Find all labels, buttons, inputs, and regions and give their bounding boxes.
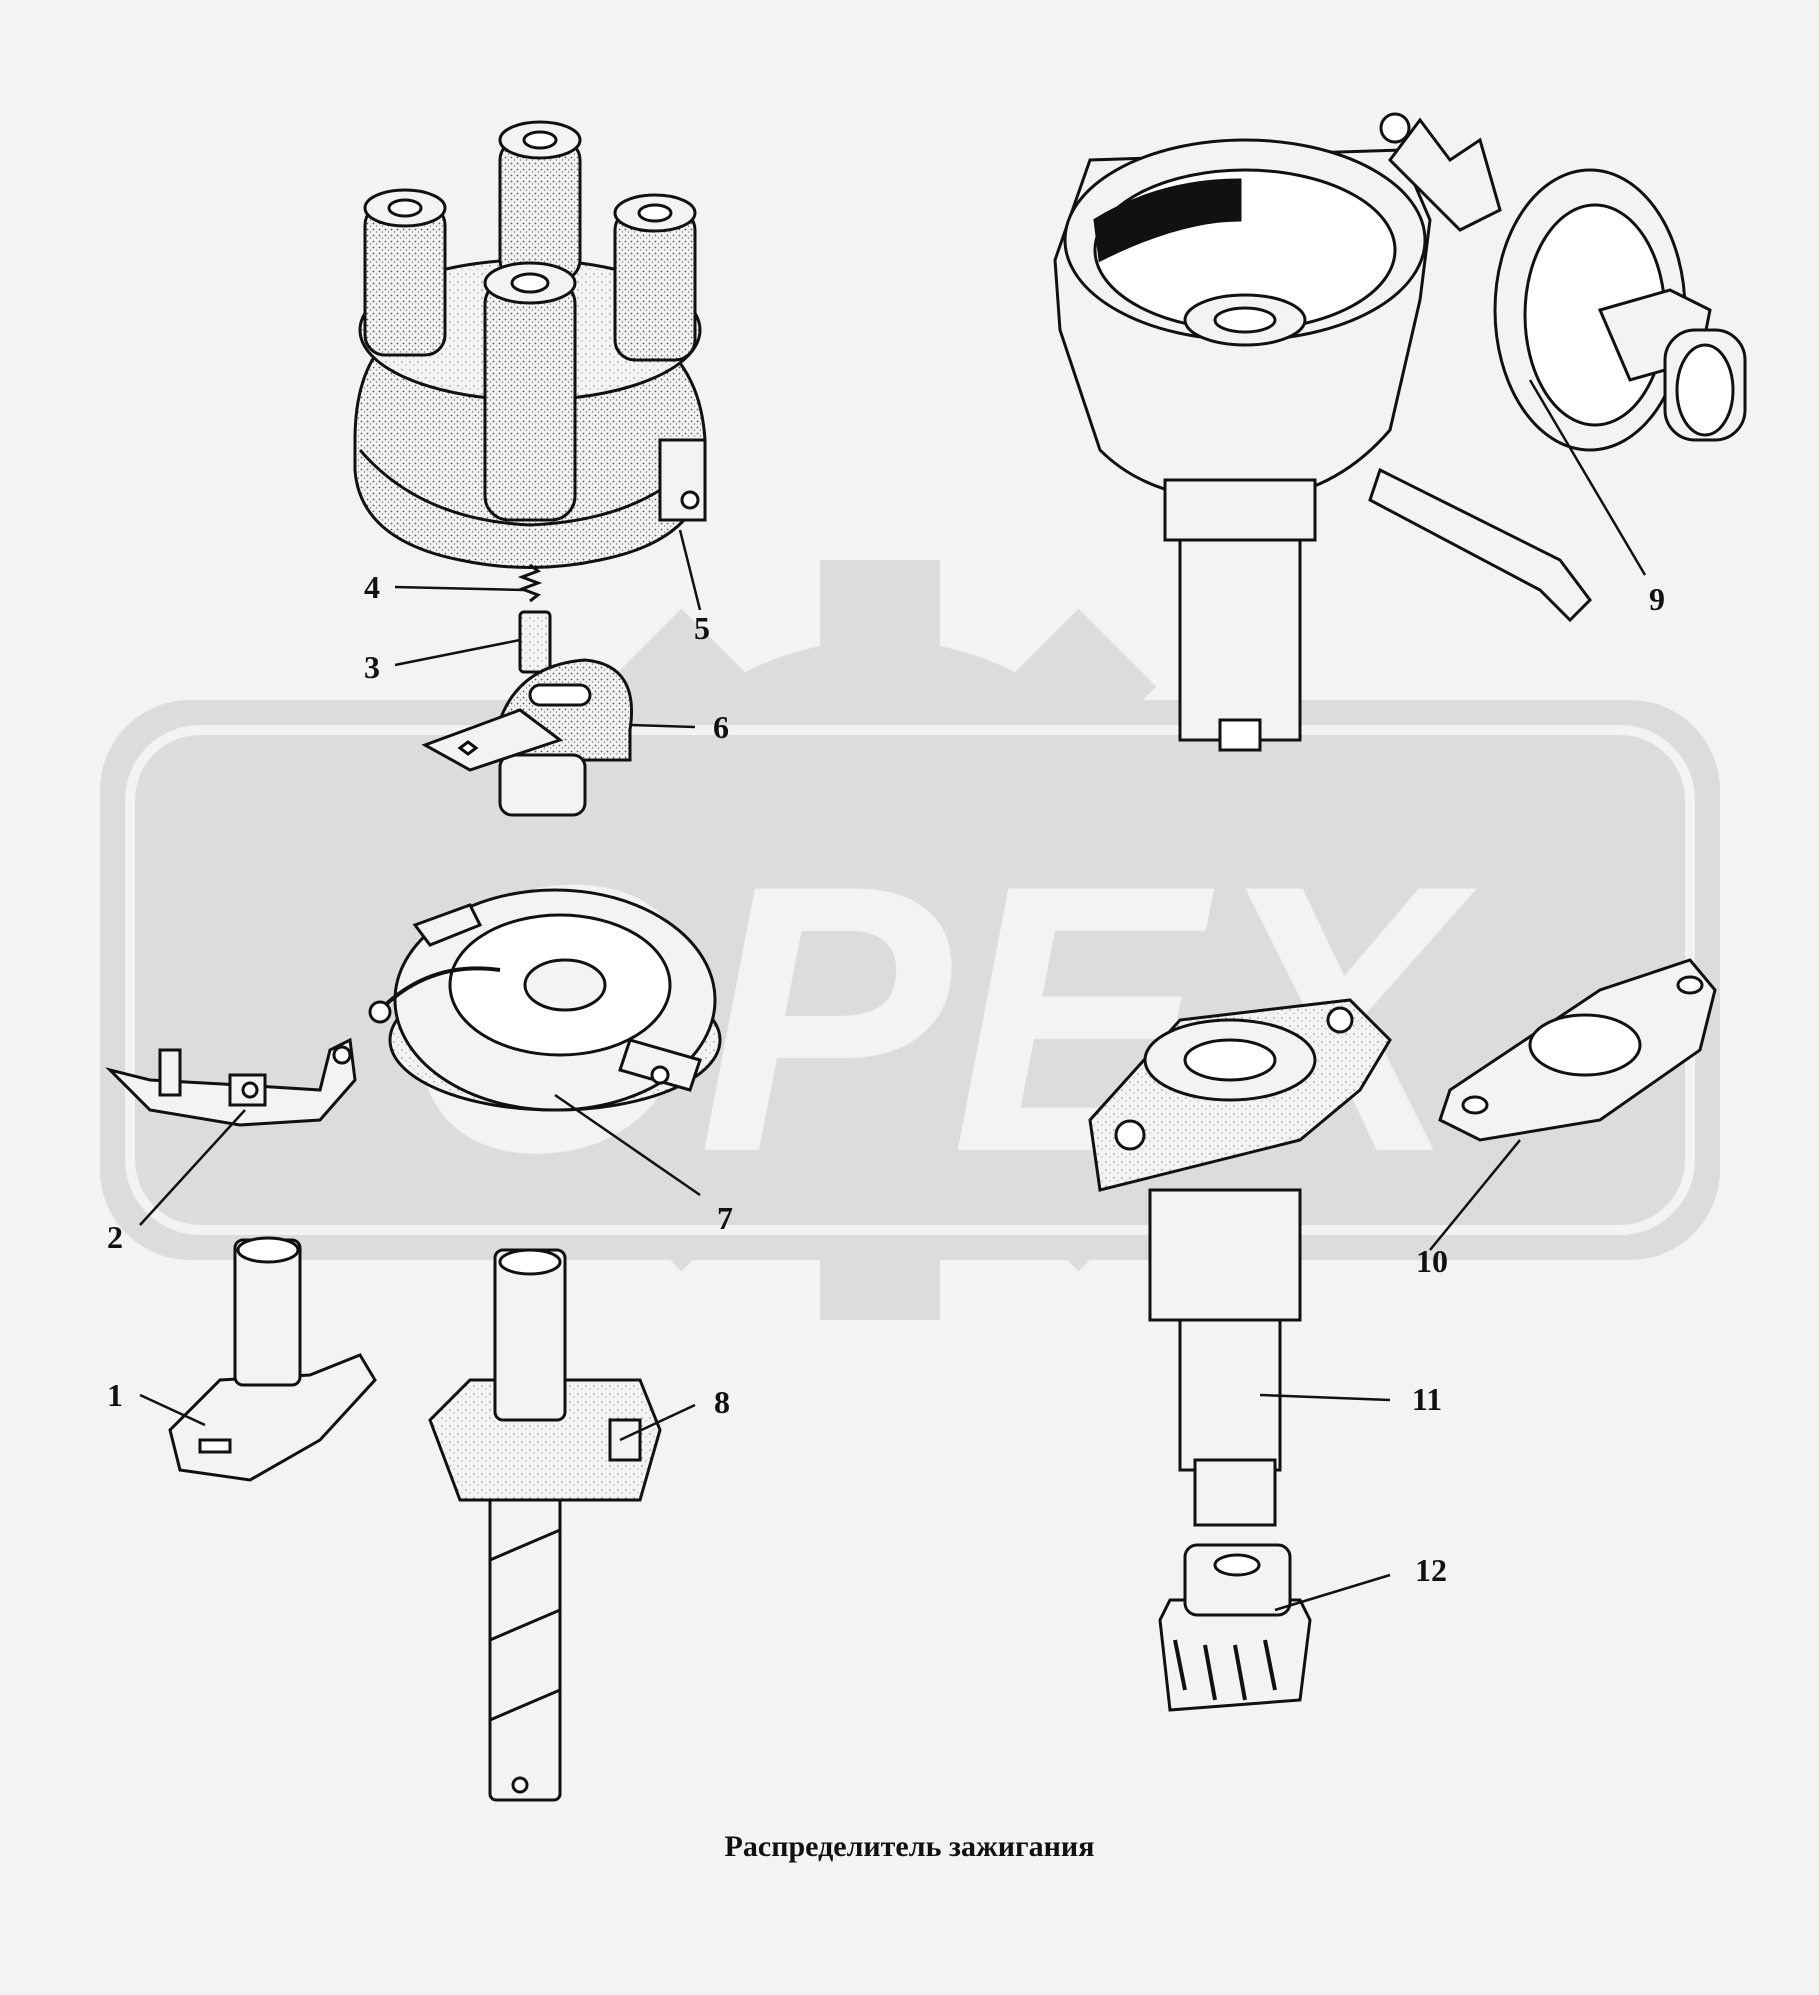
- drive-gear: [1158, 1543, 1312, 1712]
- contact-breaker: [105, 1037, 357, 1127]
- drive-plate: [168, 1236, 377, 1482]
- gasket: [1438, 958, 1717, 1142]
- callout-3: 3: [364, 649, 380, 685]
- rotor: [421, 658, 633, 817]
- callout-4: 4: [364, 569, 380, 605]
- callout-7: 7: [717, 1200, 733, 1236]
- callout-5: 5: [694, 610, 710, 646]
- distributor-shaft: [428, 1248, 662, 1802]
- callout-12: 12: [1415, 1552, 1447, 1588]
- callout-9: 9: [1649, 581, 1665, 617]
- breaker-plate: [368, 888, 722, 1112]
- callout-1: 1: [107, 1377, 123, 1413]
- callout-2: 2: [107, 1219, 123, 1255]
- leader-lines: [139, 379, 1647, 1612]
- callout-11: 11: [1411, 1381, 1443, 1417]
- watermark-logo: OPEX: [100, 560, 1720, 1320]
- distributor-cap: [353, 120, 707, 603]
- callout-10: 10: [1416, 1243, 1448, 1279]
- diagram-caption: Распределитель зажигания: [724, 1830, 1095, 1863]
- shaft-housing: [1088, 998, 1392, 1527]
- carbon-brush: [518, 610, 552, 674]
- callout-8: 8: [714, 1384, 730, 1420]
- distributor-housing: [1053, 112, 1747, 752]
- callout-6: 6: [713, 709, 729, 745]
